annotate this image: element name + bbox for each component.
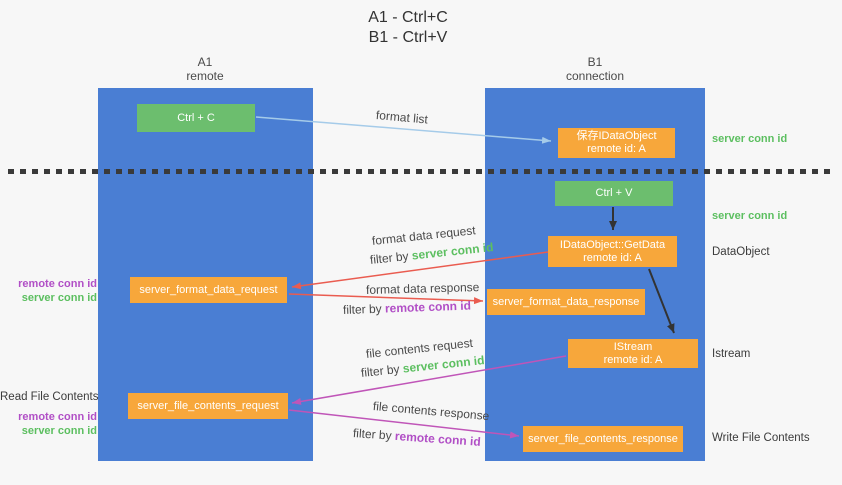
message-format-list: format list [375, 108, 429, 127]
filter-prefix: filter by [342, 301, 386, 317]
label-istream: Istream [712, 348, 751, 360]
node-save-dataobject-line1: 保存IDataObject [576, 130, 657, 142]
message-filter-remote-1: filter by remote conn id [343, 299, 471, 317]
node-istream-line2: remote id: A [603, 353, 663, 366]
node-istream: IStream remote id: A [568, 339, 698, 368]
message-format-data-response: format data response [365, 280, 480, 297]
title-line-2: B1 - Ctrl+V [368, 29, 448, 46]
lane-b1-name: B1 [587, 55, 603, 69]
node-ctrl-v-label: Ctrl + V [595, 187, 633, 199]
remote-conn-id-key: remote conn id [394, 428, 482, 449]
label-write-file-contents: Write File Contents [712, 432, 810, 444]
label-dataobject: DataObject [712, 246, 770, 258]
node-ctrl-v: Ctrl + V [555, 181, 673, 206]
node-save-dataobject: 保存IDataObject remote id: A [558, 128, 675, 158]
node-server-format-data-response: server_format_data_response [487, 289, 645, 315]
lane-a1-subtitle: remote [186, 69, 224, 83]
label-read-file-contents: Read File Contents [0, 391, 99, 403]
node-file-request-label: server_file_contents_request [137, 399, 279, 412]
server-conn-id-key: server conn id [411, 240, 495, 263]
filter-prefix: filter by [369, 248, 413, 267]
filter-prefix: filter by [360, 361, 404, 380]
remote-conn-id-key: remote conn id [384, 298, 472, 316]
node-idataobject-getdata: IDataObject::GetData remote id: A [548, 236, 677, 267]
node-ctrl-c: Ctrl + C [137, 104, 255, 132]
label-server-conn-id-mid: server conn id [712, 210, 788, 222]
label-server-conn-id-top: server conn id [712, 133, 788, 145]
node-ctrl-c-label: Ctrl + C [177, 111, 215, 124]
node-getdata-line1: IDataObject::GetData [559, 238, 666, 251]
label-remote-conn-id-1: remote conn id [18, 278, 97, 290]
node-format-response-label: server_format_data_response [492, 295, 640, 308]
node-server-file-contents-request: server_file_contents_request [128, 393, 288, 419]
label-server-conn-id-2: server conn id [21, 425, 97, 437]
label-server-conn-id-1: server conn id [21, 292, 97, 304]
title-line-1: A1 - Ctrl+C [368, 9, 448, 26]
node-file-response-label: server_file_contents_response [528, 432, 678, 445]
label-remote-conn-id-2: remote conn id [18, 411, 97, 423]
lane-a1-header: A1 remote [145, 55, 265, 83]
diagram-title: A1 - Ctrl+C B1 - Ctrl+V [308, 8, 508, 48]
server-conn-id-key: server conn id [402, 353, 486, 376]
message-file-contents-response: file contents response [372, 399, 490, 424]
node-getdata-line2: remote id: A [583, 251, 642, 264]
message-filter-remote-2: filter by remote conn id [353, 426, 482, 449]
lane-a1-name: A1 [197, 55, 213, 69]
node-save-dataobject-line2: remote id: A [587, 143, 646, 155]
node-istream-line1: IStream [613, 340, 653, 353]
lane-b1-header: B1 connection [535, 55, 655, 83]
lane-b1-subtitle: connection [565, 69, 625, 83]
filter-prefix: filter by [352, 426, 396, 443]
node-format-request-label: server_format_data_request [139, 283, 278, 296]
node-server-format-data-request: server_format_data_request [130, 277, 287, 303]
phase-divider-dotted-line [8, 169, 836, 174]
node-server-file-contents-response: server_file_contents_response [523, 426, 683, 452]
